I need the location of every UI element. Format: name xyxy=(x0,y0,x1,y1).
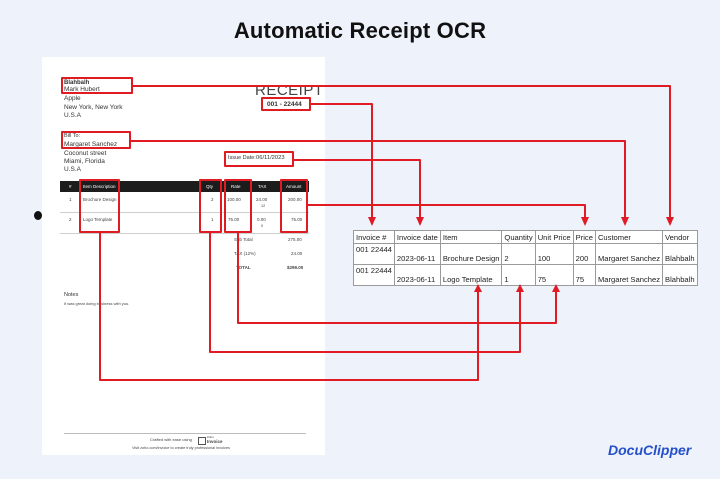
extracted-data-table: Invoice # Invoice date Item Quantity Uni… xyxy=(353,230,698,286)
arrow-item xyxy=(99,232,479,381)
footer-line1: Crafted with ease using xyxy=(150,437,192,442)
total-label: TOTAL xyxy=(236,265,251,270)
highlight-issue-date xyxy=(224,151,294,167)
cell-price: 75 xyxy=(572,264,596,286)
row2-item: Logo Template xyxy=(83,217,113,222)
col-item: Item Description xyxy=(83,184,116,189)
from-line2: New York, New York xyxy=(64,104,123,111)
subtotal-label: Sub Total xyxy=(234,237,253,242)
bill-to-name: Margaret Sanchez xyxy=(64,141,118,148)
from-name: Mark Hubert xyxy=(64,86,100,93)
row1-item: Brochure Design xyxy=(83,197,117,202)
row1-tax-sub: 12 xyxy=(261,204,266,208)
highlight-customer xyxy=(61,131,131,149)
bill-to-line1: Coconut street xyxy=(64,150,107,157)
arrowhead-invoice-date xyxy=(416,217,424,226)
notes-text: It was great doing business with you. xyxy=(64,301,130,306)
table-header-row: Invoice # Invoice date Item Quantity Uni… xyxy=(353,230,698,244)
arrow-price xyxy=(307,204,586,218)
subtotal-value: 275.00 xyxy=(288,237,302,242)
arrowhead-vendor xyxy=(666,217,674,226)
row1-tax: 24.00 xyxy=(256,197,268,202)
footer-logo-icon xyxy=(198,437,206,445)
highlight-amount-column xyxy=(280,179,308,233)
receipt-document: Blahbalh Mark Hubert Apple New York, New… xyxy=(42,57,325,455)
row2-rate: 75.00 xyxy=(228,217,240,222)
from-label: Blahbalh xyxy=(64,80,90,86)
row2-tax-sub: 0 xyxy=(261,224,264,228)
notes-label: Notes xyxy=(64,292,79,298)
row1-num: 1 xyxy=(69,197,72,202)
row1-rate: 100.00 xyxy=(227,197,241,202)
arrow-unit-price xyxy=(237,232,557,324)
cell-item: Logo Template xyxy=(439,264,503,286)
footer-brand: Invoice xyxy=(207,439,223,444)
arrow-invoice-date xyxy=(293,159,421,218)
tax-total-value: 24.00 xyxy=(291,251,303,256)
row2-qty: 1 xyxy=(211,217,214,222)
arrowhead-customer xyxy=(621,217,629,226)
arrowhead-item xyxy=(474,284,482,292)
highlight-invoice-number xyxy=(261,97,311,111)
tax-total-label: TAX (12%) xyxy=(234,251,256,256)
cell-vendor: Blahbalh xyxy=(662,264,698,286)
row-divider xyxy=(60,233,309,234)
row2-tax: 0.00 xyxy=(257,217,266,222)
bullet-dot xyxy=(34,211,42,220)
highlight-qty-column xyxy=(199,179,222,233)
arrowhead-quantity xyxy=(516,284,524,292)
page-title: Automatic Receipt OCR xyxy=(233,18,487,43)
arrowhead-price xyxy=(581,217,589,226)
arrow-vendor xyxy=(132,85,671,218)
bill-to-line2: Miami, Florida xyxy=(64,158,105,165)
row1-amount: 200.00 xyxy=(288,197,302,202)
highlight-rate-column xyxy=(224,179,252,233)
arrowhead-invoice-number xyxy=(368,217,376,226)
issue-date-label: Issue Date: xyxy=(228,155,256,161)
col-rate: Rate xyxy=(231,184,241,189)
receipt-number: 001 - 22444 xyxy=(267,101,302,108)
bill-to-line3: U.S.A xyxy=(64,166,81,173)
arrowhead-unit-price xyxy=(552,284,560,292)
issue-date: 06/11/2023 xyxy=(256,155,285,161)
docuclipper-logo: DocuClipper xyxy=(608,442,692,458)
table-row: 001 22444 2023-06-11 Logo Template 1 75 … xyxy=(353,264,698,286)
cell-quantity: 1 xyxy=(501,264,536,286)
arrow-customer xyxy=(130,140,626,218)
footer-line2: Visit zoho.com/invoice to create truly p… xyxy=(132,446,230,450)
bill-to-label: Bill To: xyxy=(64,133,81,139)
arrow-quantity xyxy=(209,232,521,353)
footer-brand-top: Zoho xyxy=(207,435,214,439)
from-line3: U.S.A xyxy=(64,112,81,119)
cell-customer: Margaret Sanchez xyxy=(594,264,664,286)
row-divider xyxy=(60,212,309,213)
col-amount: Amount xyxy=(286,184,302,189)
total-value: $299.00 xyxy=(287,265,304,270)
arrow-invoice-number xyxy=(310,103,373,218)
row2-num: 2 xyxy=(69,217,72,222)
items-table-header: # Item Description Qty Rate TAX Amount xyxy=(60,181,309,192)
row2-amount: 75.00 xyxy=(291,217,303,222)
cell-invoice: 001 22444 xyxy=(353,264,395,286)
row1-qty: 2 xyxy=(211,197,214,202)
cell-price: 200 xyxy=(572,243,596,265)
highlight-item-column xyxy=(79,179,120,233)
col-qty: Qty xyxy=(206,184,214,189)
highlight-vendor xyxy=(61,77,133,94)
table-row: 001 22444 2023-06-11 Brochure Design 2 1… xyxy=(353,243,698,265)
cell-date: 2023-06-11 xyxy=(393,264,441,286)
footer-divider xyxy=(64,433,306,434)
col-num: # xyxy=(69,184,72,189)
from-line1: Apple xyxy=(64,95,81,102)
col-tax: TAX xyxy=(258,184,267,189)
header-price: Price xyxy=(572,230,596,244)
